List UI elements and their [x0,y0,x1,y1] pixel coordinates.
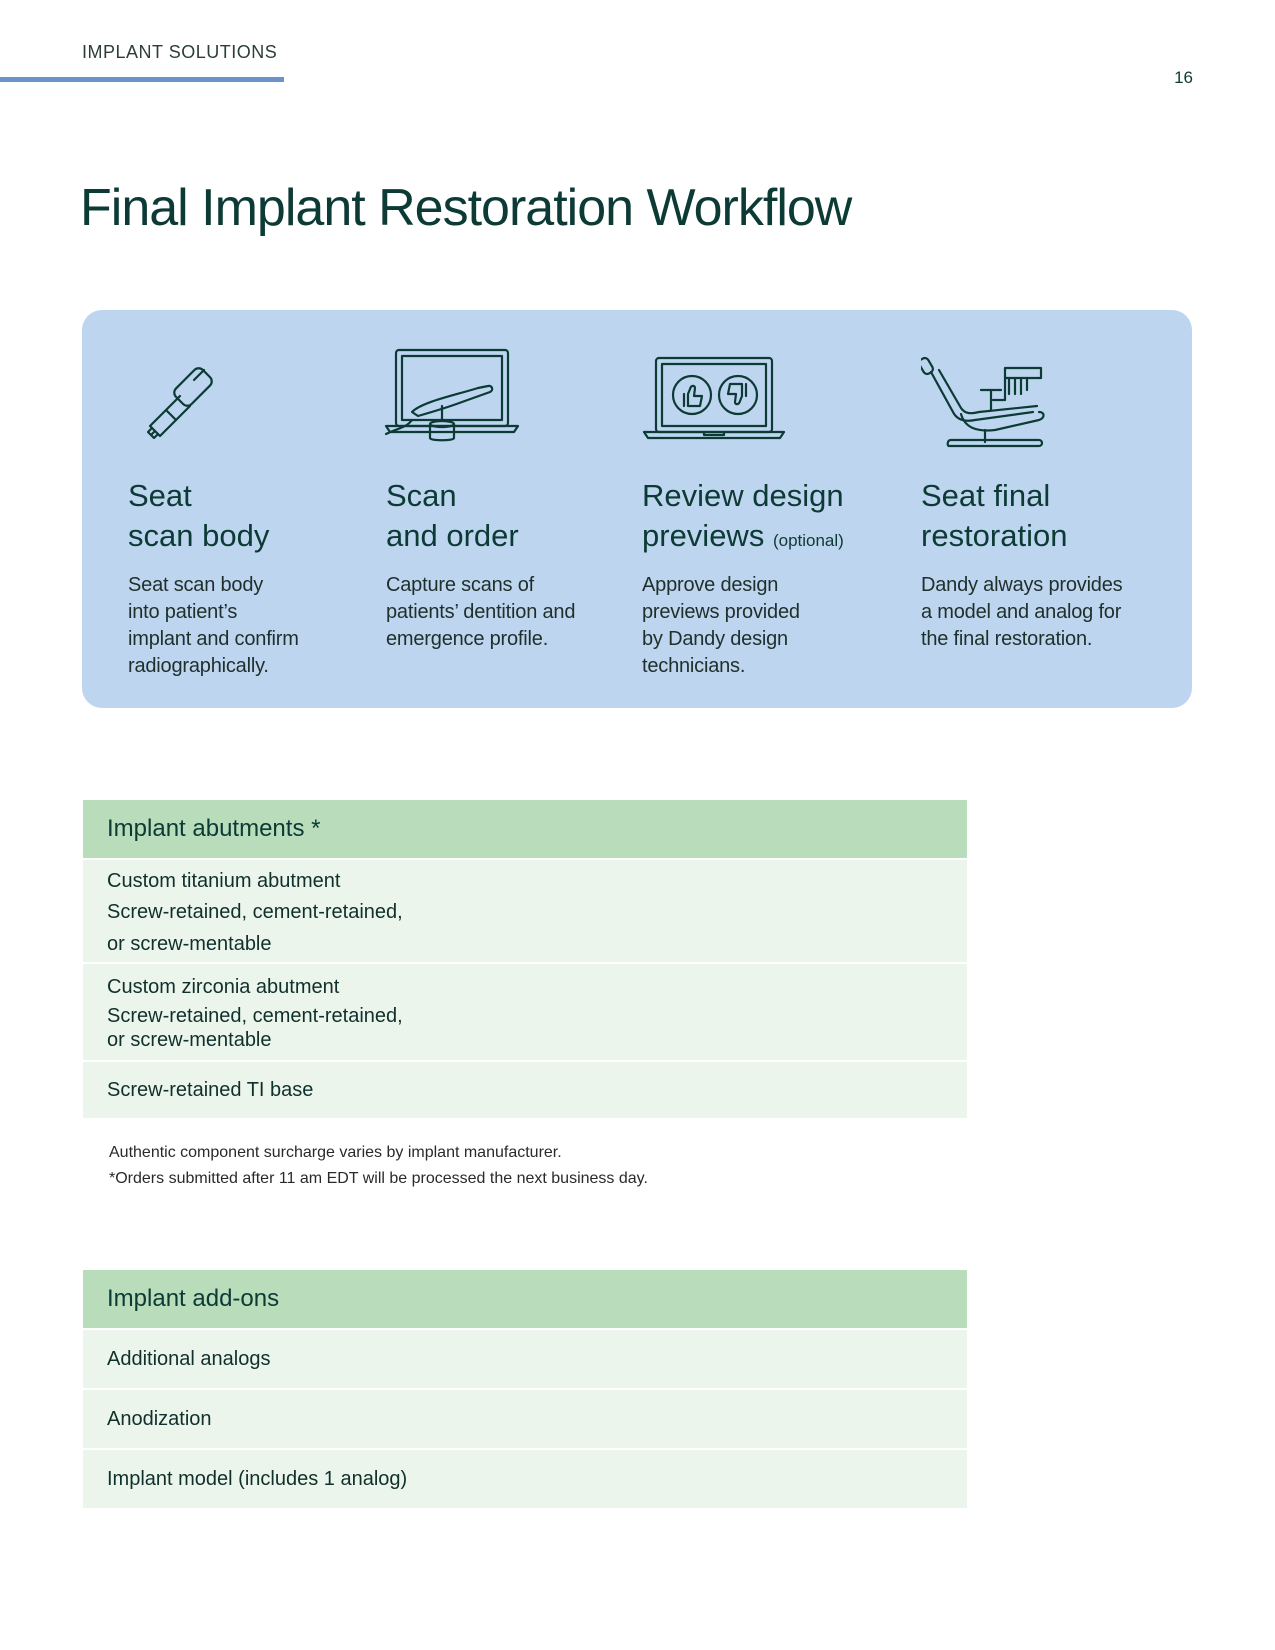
step-title: Seat scan body [128,476,368,556]
step-title: Scan and order [386,476,626,556]
step-title-line: and order [386,518,519,553]
row-title: Screw-retained TI base [107,1079,314,1101]
footnote: Authentic component surcharge varies by … [109,1144,562,1161]
row-subtitle: or screw-mentable [107,1029,272,1051]
step-desc-line: Capture scans of [386,574,534,596]
step-desc-line: a model and analog for [921,601,1122,623]
optional-tag: (optional) [772,531,844,550]
step-description: Approve design previews provided by Dand… [642,572,800,680]
row-title: Custom titanium abutment [107,870,341,892]
row-title: Anodization [107,1408,212,1430]
step-desc-line: the final restoration. [921,628,1093,650]
step-desc-line: Dandy always provides [921,574,1123,596]
table-header: Implant add-ons [83,1270,967,1328]
design-review-laptop-icon [642,356,786,447]
step-desc-line: patients’ dentition and [386,601,576,623]
page-number: 16 [1174,68,1193,87]
table-row: Implant model (includes 1 analog) [83,1448,967,1508]
step-desc-line: radiographically. [128,655,269,677]
footnotes: Authentic component surcharge varies by … [109,1140,648,1192]
step-desc-line: technicians. [642,655,746,677]
scan-body-icon [136,362,226,453]
step-desc-line: Approve design [642,574,779,596]
header-rule [0,77,284,82]
intraoral-scanner-laptop-icon [382,348,522,453]
step-desc-line: previews provided [642,601,800,623]
step-description: Seat scan body into patient’s implant an… [128,572,299,680]
step-title-text: previews [642,518,765,553]
step-desc-line: implant and confirm [128,628,299,650]
table-row: Additional analogs [83,1328,967,1388]
table-row: Screw-retained TI base [83,1060,967,1118]
step-title-line: scan body [128,518,270,553]
step-title-line: Scan [386,478,457,513]
row-title: Additional analogs [107,1348,271,1370]
step-description: Dandy always provides a model and analog… [921,572,1123,653]
page-title: Final Implant Restoration Workflow [80,179,852,237]
table-row: Anodization [83,1388,967,1448]
footnote: *Orders submitted after 11 am EDT will b… [109,1170,648,1187]
step-title-line: restoration [921,518,1068,553]
row-subtitle: Screw-retained, cement-retained, [107,901,403,923]
workflow-panel: Seat scan body Seat scan body into patie… [82,310,1192,708]
row-title: Custom zirconia abutment [107,976,340,998]
implant-abutments-table: Implant abutments * Custom titanium abut… [83,800,967,1118]
table-row: Custom titanium abutment Screw-retained,… [83,858,967,962]
step-title: Seat final restoration [921,476,1161,556]
step-desc-line: into patient’s [128,601,238,623]
step-title: Review design previews (optional) [642,476,882,561]
dental-chair-icon [918,354,1051,455]
table-row: Custom zirconia abutment Screw-retained,… [83,962,967,1060]
section-label: IMPLANT SOLUTIONS [82,42,278,62]
row-subtitle: or screw-mentable [107,933,272,955]
implant-addons-table: Implant add-ons Additional analogs Anodi… [83,1270,967,1508]
step-desc-line: Seat scan body [128,574,264,596]
step-title-line: Seat [128,478,192,513]
step-title-line: Review design [642,478,844,513]
step-desc-line: by Dandy design [642,628,788,650]
step-desc-line: emergence profile. [386,628,549,650]
row-title: Implant model (includes 1 analog) [107,1468,408,1490]
step-title-line: Seat final [921,478,1051,513]
table-header: Implant abutments * [83,800,967,858]
step-title-line: previews (optional) [642,516,882,561]
row-subtitle: Screw-retained, cement-retained, [107,1005,403,1027]
step-description: Capture scans of patients’ dentition and… [386,572,575,653]
